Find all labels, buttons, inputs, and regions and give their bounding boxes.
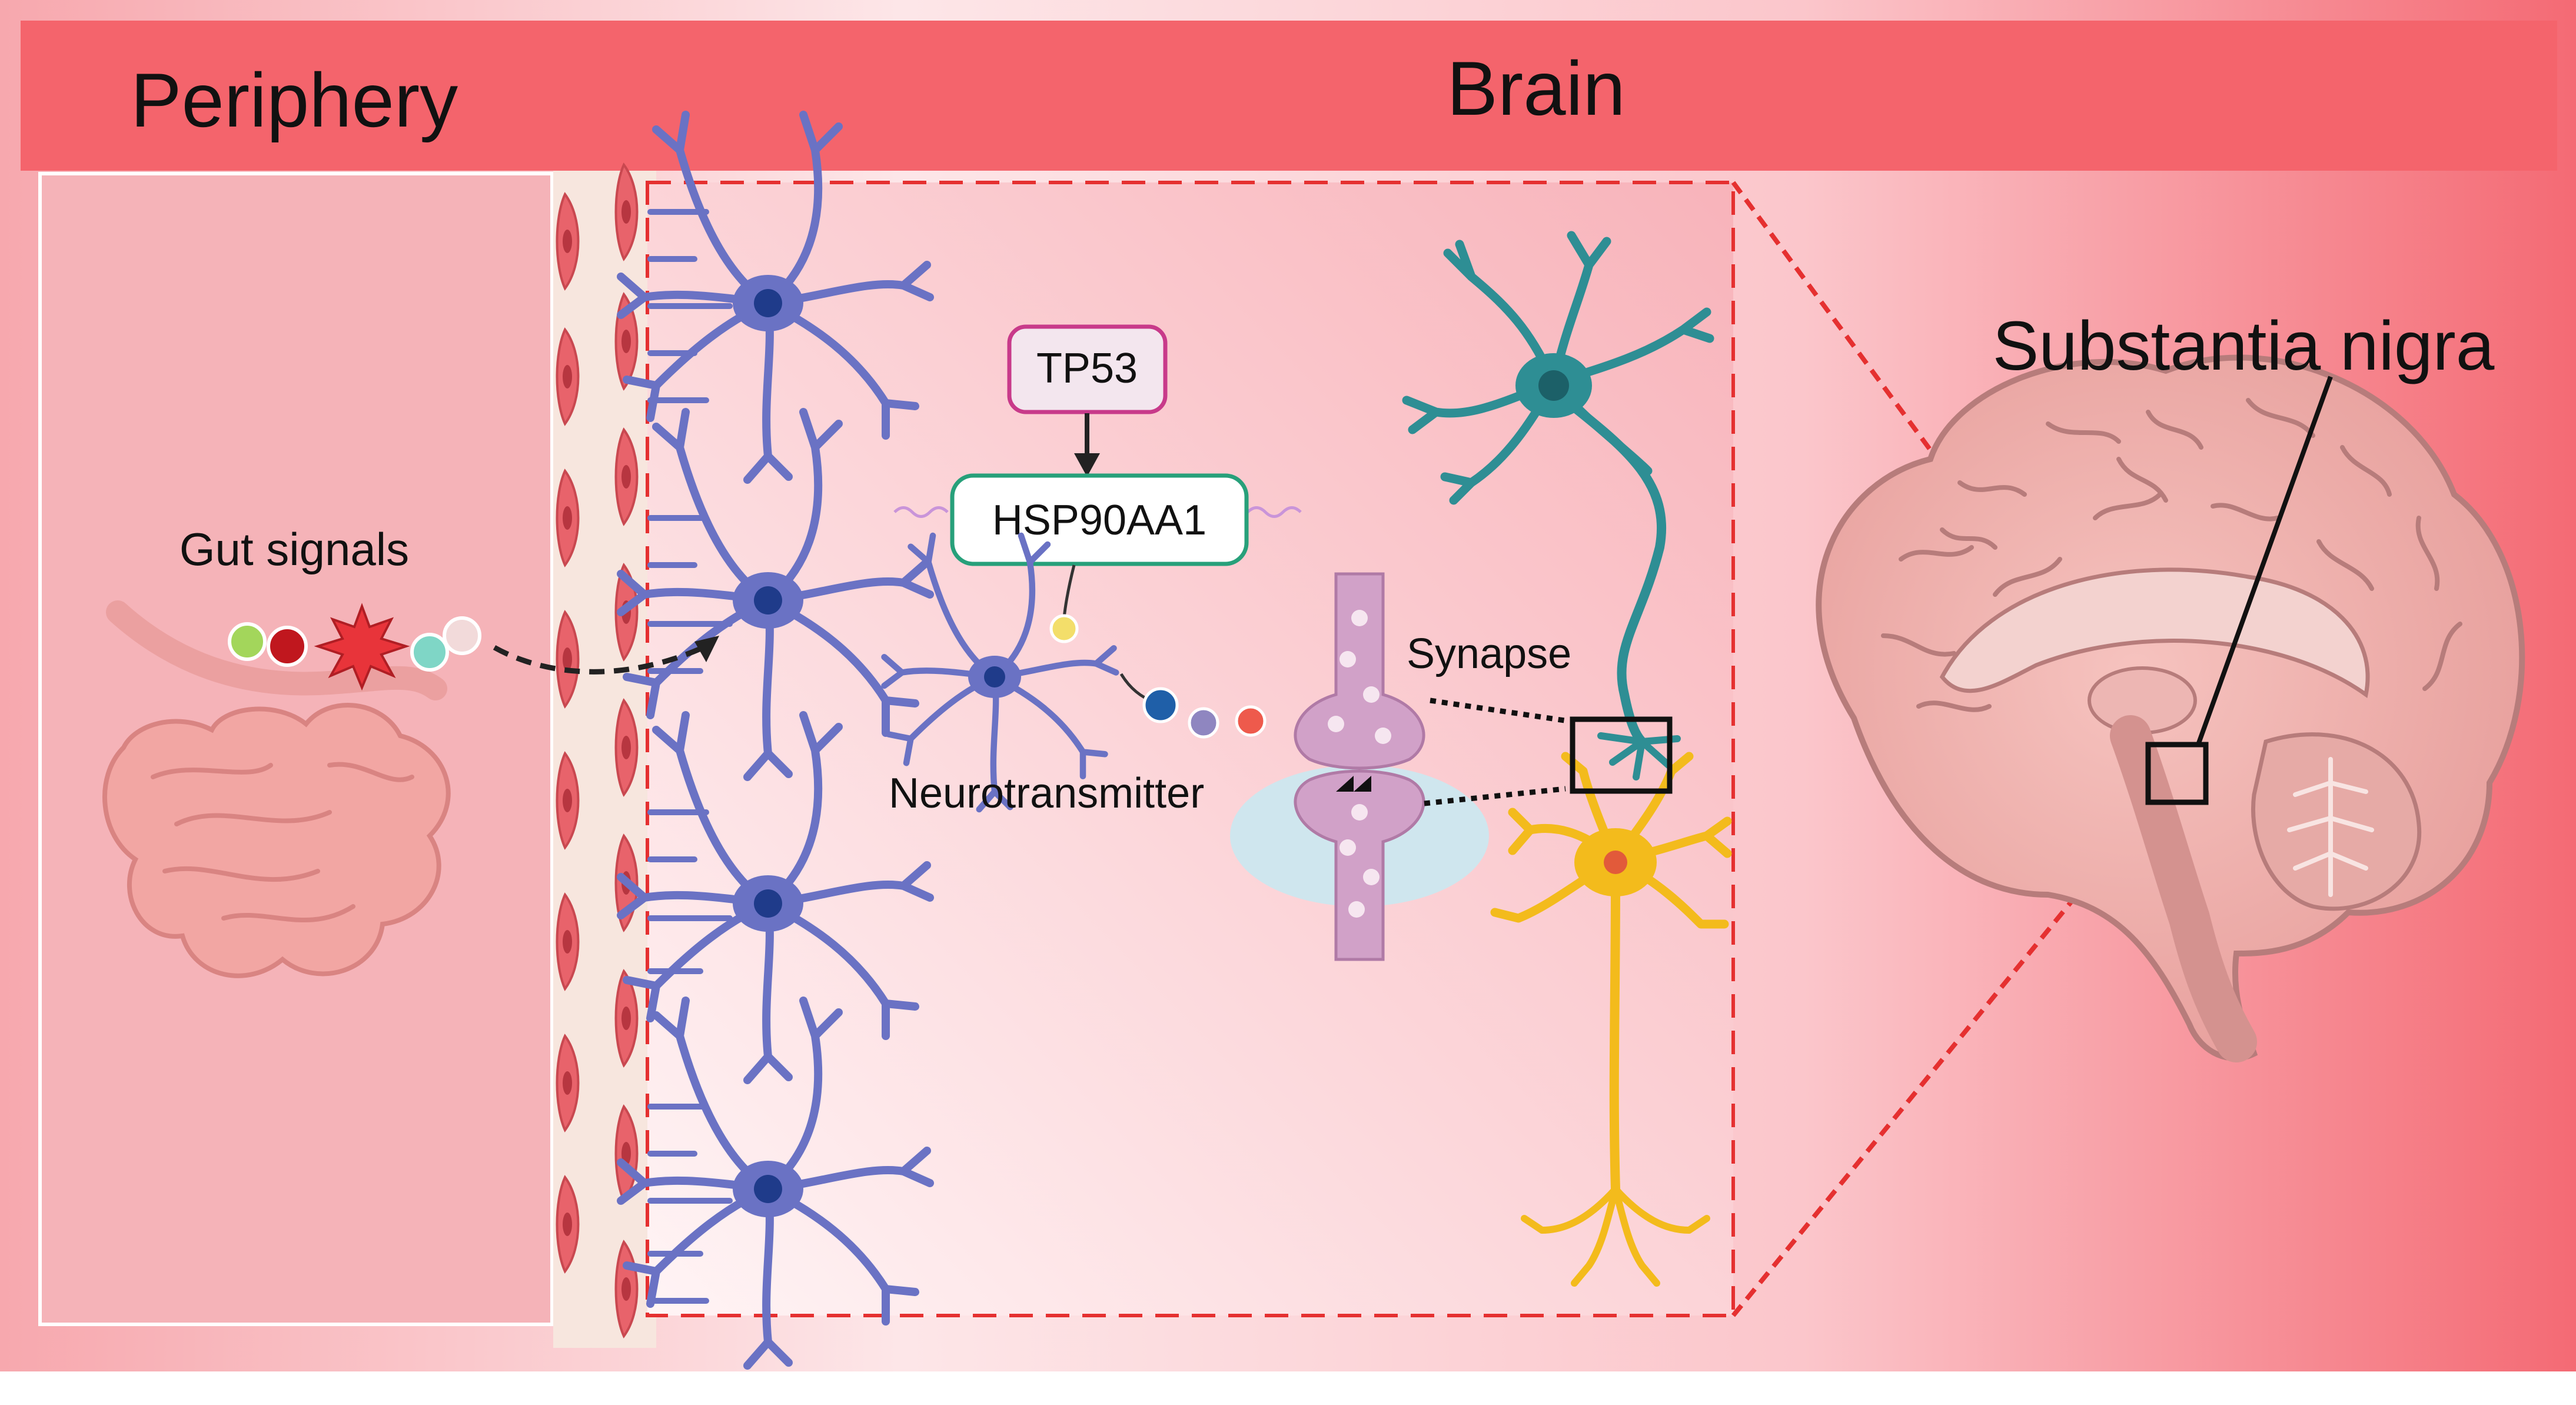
tp53-label: TP53 [1036, 345, 1138, 392]
neurotransmitter-label: Neurotransmitter [889, 770, 1204, 817]
brain-sagittal-icon [1816, 354, 2525, 1062]
dna-strand-left [893, 506, 949, 518]
neurotransmitter-dot-1 [1142, 687, 1179, 723]
gut-signals-label: Gut signals [180, 523, 409, 575]
tp53-to-hsp-arrowhead [1074, 453, 1100, 477]
synapse-zoom-box [1570, 716, 1673, 794]
neurotransmitter-dot-3 [1235, 705, 1267, 737]
synapse-icon [1230, 572, 1489, 961]
substantia-nigra-label: Substantia nigra [1993, 307, 2495, 385]
astrocyte-endfeet [647, 209, 733, 1304]
bottom-margin [0, 1371, 2576, 1405]
brain-title: Brain [1447, 45, 1625, 131]
periphery-title: Periphery [131, 57, 458, 143]
gut-to-brain-arrow [493, 645, 704, 675]
signal-molecules-icon [228, 603, 481, 691]
gut-icon [102, 600, 451, 978]
hsp90aa1-label: HSP90AA1 [992, 497, 1206, 544]
synapse-pointer-lower [1424, 786, 1566, 806]
synapse-label: Synapse [1407, 630, 1571, 677]
hsp-molecule [1049, 614, 1079, 643]
dna-strand-right [1247, 506, 1302, 518]
substantia-nigra-box [2145, 742, 2209, 805]
gut-to-brain-arrowhead [694, 636, 719, 662]
neurotransmitter-dot-2 [1188, 707, 1219, 739]
tp53-box [1007, 324, 1168, 414]
zoom-line-top [1731, 181, 2156, 755]
substantia-nigra-pointer [2196, 376, 2333, 746]
header-band [21, 21, 2557, 171]
neuron-icon [1402, 231, 1714, 780]
